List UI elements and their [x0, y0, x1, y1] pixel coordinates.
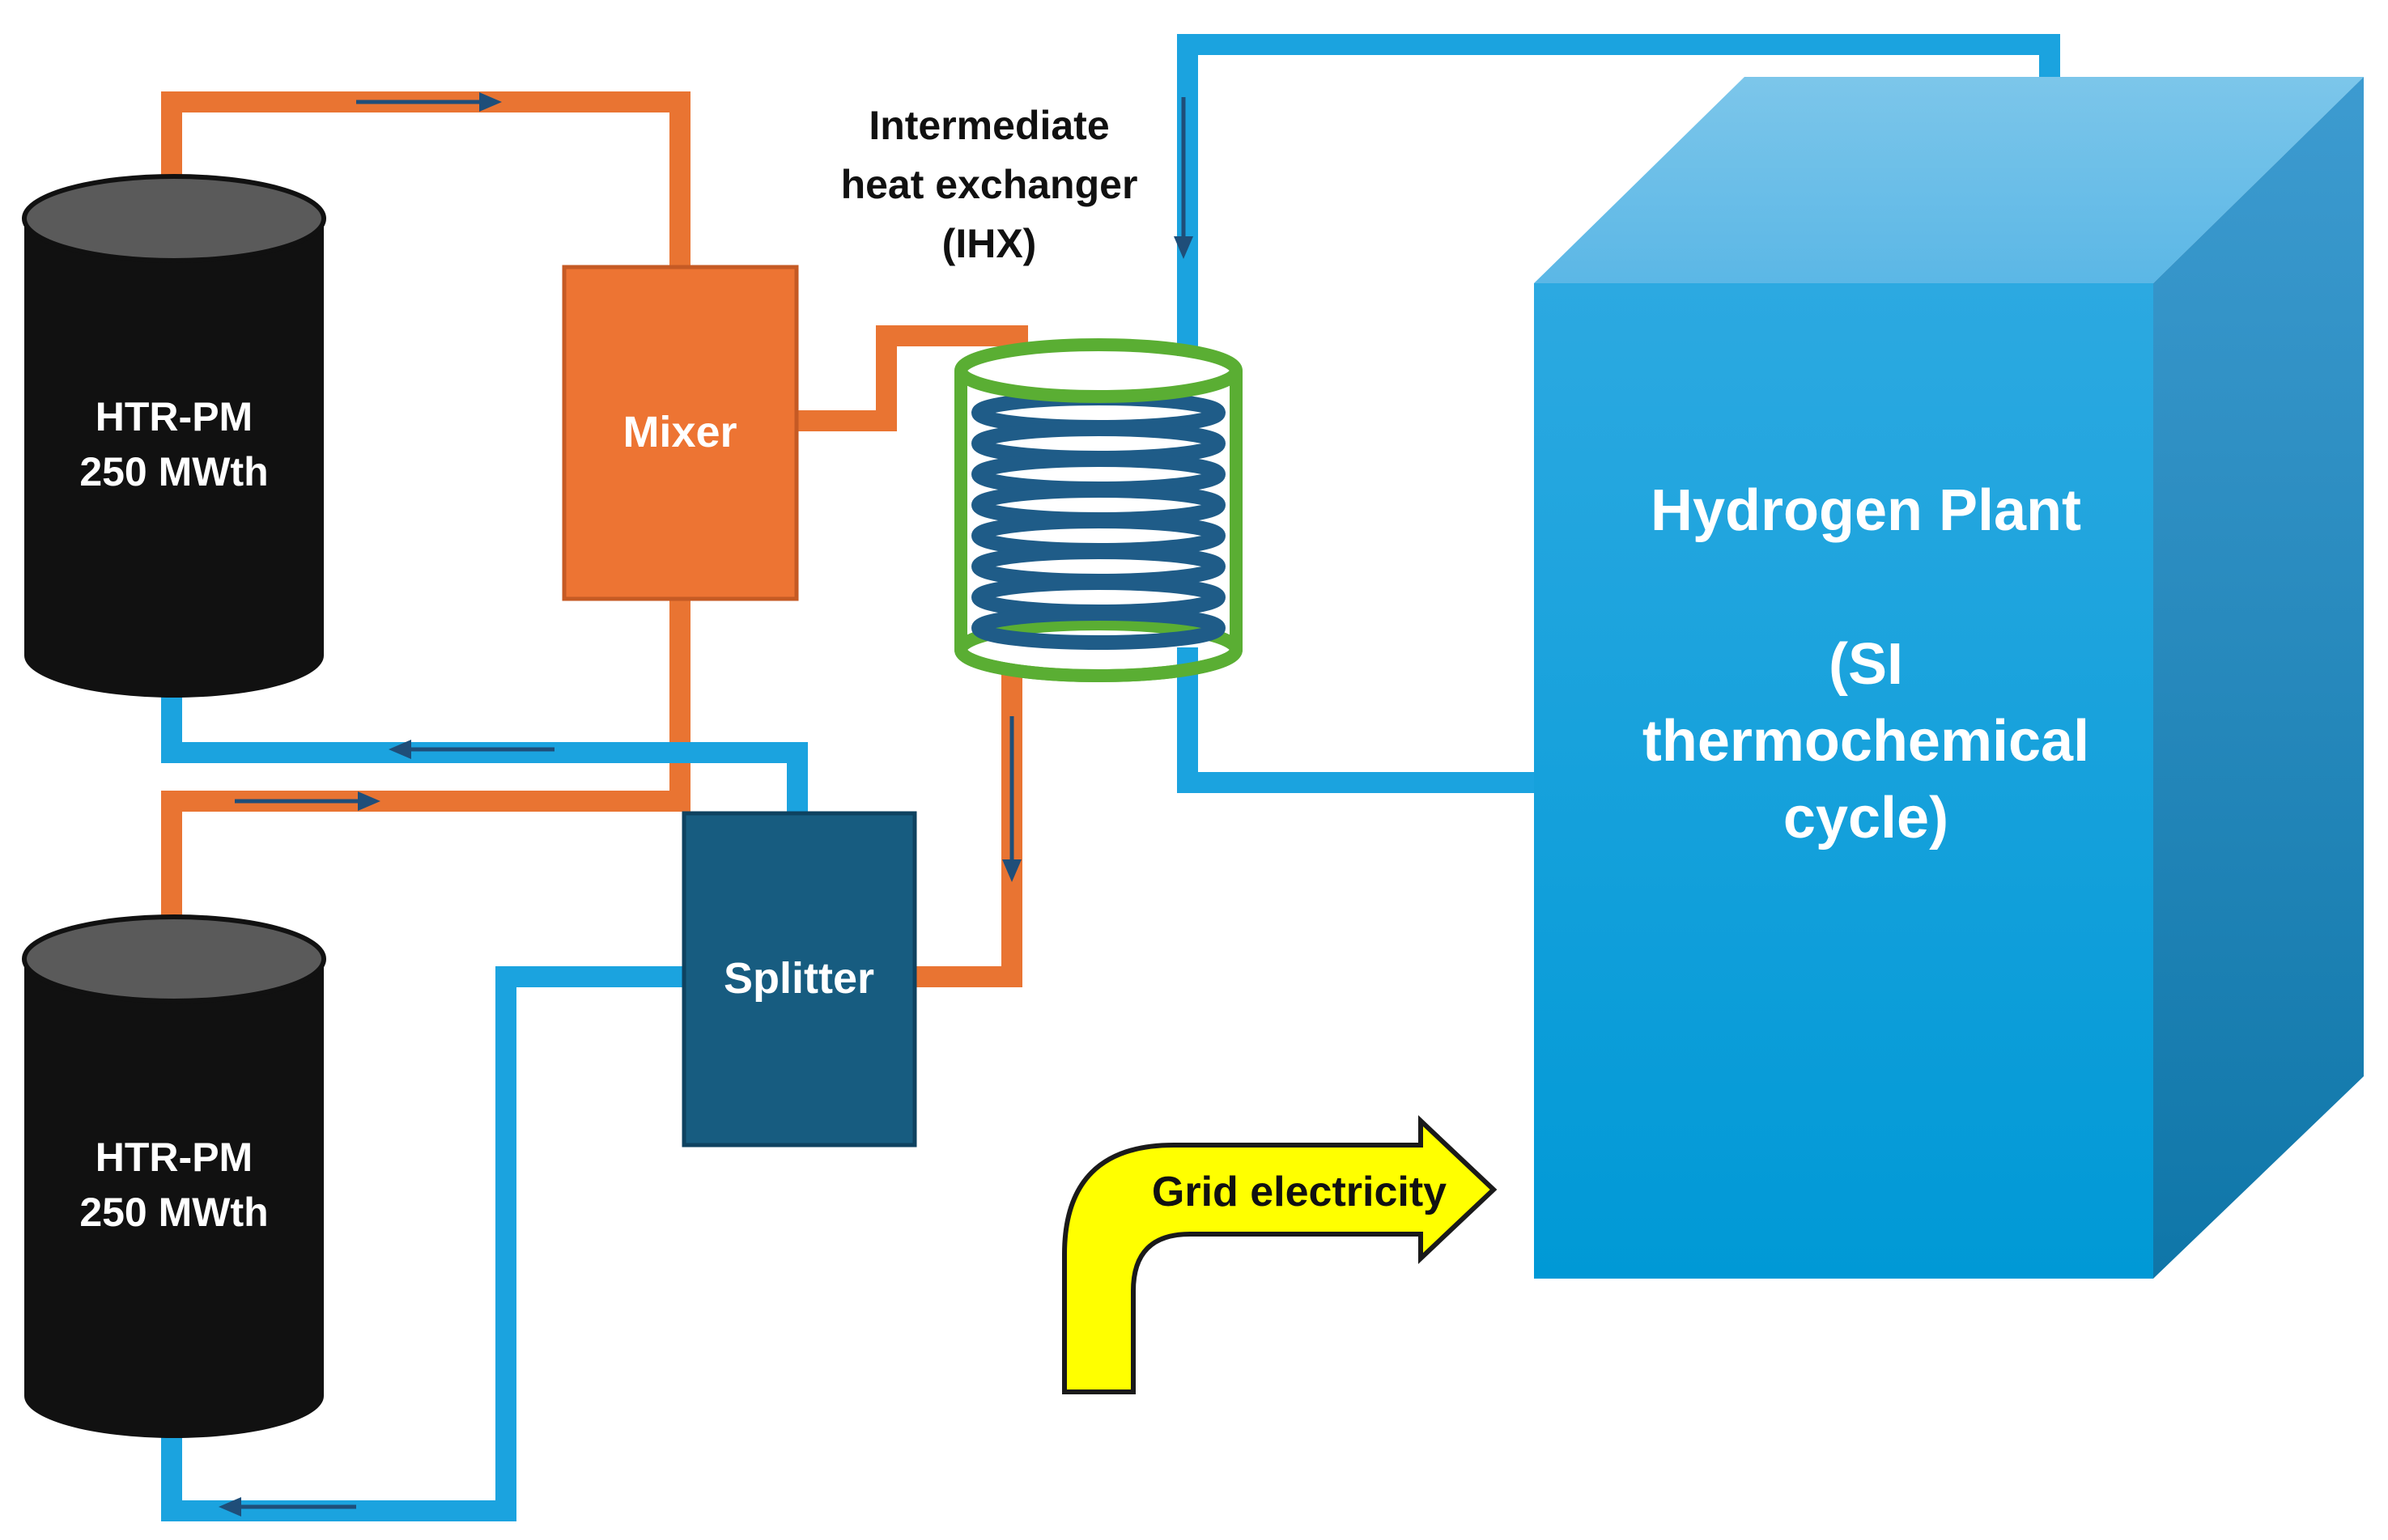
reactor-1-name: HTR-PM: [96, 394, 253, 439]
splitter-label: Splitter: [724, 954, 874, 1003]
flow-arrow-right-icon: [356, 92, 502, 112]
reactor-2-power: 250 MWth: [79, 1190, 268, 1235]
cold-pipe-splitter-to-reactor2: [161, 966, 688, 1521]
grid-electricity-arrow: Grid electricity: [1062, 1115, 1498, 1394]
mixer: Mixer: [562, 265, 799, 601]
flow-arrow-left-icon: [219, 1497, 356, 1517]
cold-pipe-splitter-to-reactor1: [161, 696, 808, 813]
reactor-1: HTR-PM 250 MWth: [22, 174, 326, 698]
plant-top-face: [1534, 77, 2364, 283]
plant-label-line-5: cycle): [1783, 786, 1948, 851]
flow-arrow-down-icon: [1002, 716, 1022, 882]
ihx-caption-line-3: (IHX): [942, 221, 1037, 266]
cold-pipe-secondary-loop-bottom: [1177, 647, 1538, 793]
hot-pipe-ihx-to-splitter: [915, 668, 1022, 987]
grid-electricity-label: Grid electricity: [1152, 1169, 1447, 1215]
reactor-2-name: HTR-PM: [96, 1135, 253, 1180]
plant-front-face: [1534, 283, 2153, 1279]
flow-arrows: [219, 92, 1193, 1517]
flow-arrow-down-icon: [1174, 97, 1193, 259]
grid-arrow-icon: [1062, 1115, 1498, 1394]
cold-pipes: [161, 34, 2060, 1521]
ihx-caption-line-2: heat exchanger: [841, 162, 1138, 207]
plant-label-line-3: (SI: [1829, 632, 1903, 697]
ihx-coil: [971, 391, 1226, 650]
ihx-caption: Intermediate heat exchanger (IHX): [841, 103, 1138, 266]
plant-side-face: [2153, 77, 2364, 1279]
mixer-label: Mixer: [622, 408, 737, 456]
flow-arrow-right-icon: [235, 791, 380, 811]
hydrogen-plant: Hydrogen Plant (SI thermochemical cycle): [1534, 77, 2364, 1279]
flow-arrow-left-icon: [389, 740, 555, 759]
reactor-2: HTR-PM 250 MWth: [22, 914, 326, 1438]
cold-pipe-secondary-loop-top: [1177, 34, 2060, 356]
ihx-caption-line-1: Intermediate: [869, 103, 1109, 148]
hot-pipe-reactor2-to-mixer: [161, 599, 690, 918]
plant-label-line-1: Hydrogen Plant: [1651, 478, 2081, 543]
plant-label-line-4: thermochemical: [1642, 709, 2089, 774]
hot-pipe-mixer-to-ihx: [797, 325, 1028, 431]
reactor-1-power: 250 MWth: [79, 449, 268, 494]
intermediate-heat-exchanger: [954, 338, 1243, 682]
splitter: Splitter: [682, 811, 917, 1148]
